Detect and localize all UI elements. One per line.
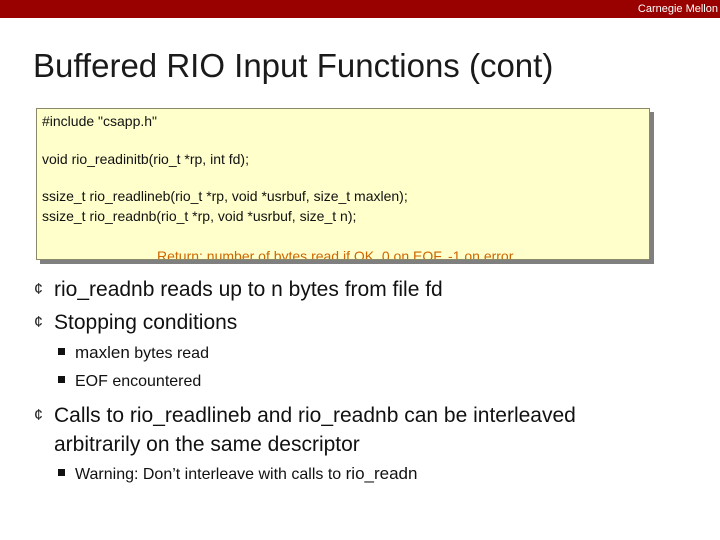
square-bullet-icon [58,469,65,477]
header-bar: Carnegie Mellon [0,0,720,18]
eof-text: EOF encountered [75,373,202,390]
bullet-text: rio_readnb reads up to n bytes from file… [54,278,443,301]
org-name: Carnegie Mellon [637,3,718,15]
subbullet-eof: EOF encountered [58,371,201,393]
warning-code: rio_readn [345,464,418,483]
ring-bullet-icon: ¢ [34,407,43,424]
code-box: #include "csapp.h" void rio_readinitb(ri… [36,108,650,260]
ring-bullet-icon: ¢ [34,281,43,298]
bullet-text-line1: Calls to rio_readlineb and rio_readnb ca… [54,404,576,427]
square-bullet-icon [58,376,65,384]
ring-bullet-icon: ¢ [34,314,43,331]
subbullet-maxlen: maxlen bytes read [58,342,209,365]
warning-text: Warning: Don’t interleave with calls to [75,466,346,483]
code-line-include: #include "csapp.h" [42,113,158,129]
code-line-readnb: ssize_t rio_readnb(rio_t *rp, void *usrb… [42,208,357,224]
slide-title: Buffered RIO Input Functions (cont) [33,47,554,84]
maxlen-rest: bytes read [129,345,209,362]
return-note: Return: number of bytes read if OK, 0 on… [157,248,514,260]
code-line-readinitb: void rio_readinitb(rio_t *rp, int fd); [42,151,249,167]
subbullet-warning: Warning: Don’t interleave with calls to … [58,463,417,486]
code-line-readlineb: ssize_t rio_readlineb(rio_t *rp, void *u… [42,188,408,204]
square-bullet-icon [58,348,65,356]
bullet-text: Stopping conditions [54,311,238,334]
maxlen-code: maxlen [75,343,130,362]
bullet-text-line2: arbitrarily on the same descriptor [54,433,360,456]
